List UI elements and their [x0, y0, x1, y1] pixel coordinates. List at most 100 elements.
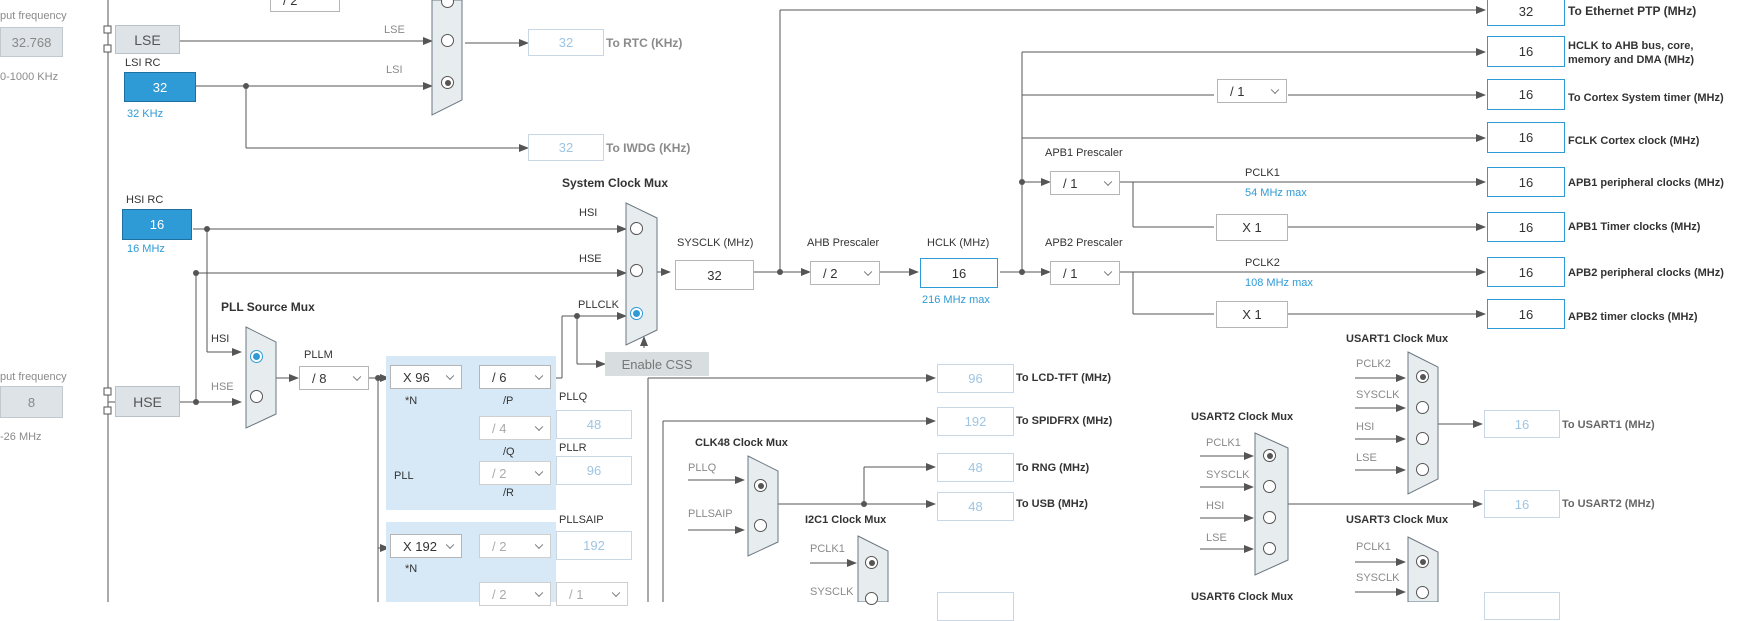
clk48-radio-pllsaip[interactable] [754, 519, 767, 532]
pclk2-label: PCLK2 [1245, 257, 1280, 269]
ethernet-ptp-output[interactable]: 32 [1487, 0, 1565, 26]
usart1-radio-2[interactable] [1416, 432, 1429, 445]
apb2-timer-multiplier[interactable]: X 1 [1216, 301, 1288, 328]
cortex-system-timer-output[interactable]: 16 [1487, 79, 1565, 110]
i2c1-radio-pclk1[interactable] [865, 556, 878, 569]
usart1-output[interactable]: 16 [1484, 410, 1560, 438]
usart2-input-1: SYSCLK [1206, 469, 1250, 481]
pll-q-select[interactable]: / 4 [479, 416, 551, 440]
pll-r-select[interactable]: / 2 [479, 461, 551, 485]
usart2-radio-2[interactable] [1263, 511, 1276, 524]
iwdg-output-label: To IWDG (KHz) [606, 141, 691, 155]
lse-source[interactable]: LSE [115, 25, 180, 54]
hsi-rc-frequency: 16 MHz [127, 243, 165, 255]
hse-input-frequency-label: put frequency [0, 371, 67, 383]
sysmux-radio-pllclk[interactable] [630, 307, 643, 320]
usart1-radio-0[interactable] [1416, 370, 1429, 383]
pll-src-radio-hsi[interactable] [250, 350, 263, 363]
pllsai-n-value: X 192 [403, 538, 437, 554]
clk48-radio-pllq[interactable] [754, 479, 767, 492]
hclk-field[interactable]: 16 [920, 258, 998, 288]
sysmux-radio-hsi[interactable] [630, 222, 643, 235]
usart2-mux-title: USART2 Clock Mux [1191, 411, 1294, 423]
spdifrx-output[interactable]: 192 [937, 407, 1014, 436]
apb2-prescaler-value: / 1 [1063, 265, 1078, 281]
rtc-mux-radio-lse[interactable] [441, 34, 454, 47]
hse-range-label: -26 MHz [0, 431, 42, 443]
sysmux-radio-hse[interactable] [630, 264, 643, 277]
hclk-label: HCLK (MHz) [927, 237, 990, 249]
usb-output[interactable]: 48 [937, 492, 1014, 521]
pll-src-radio-hse[interactable] [250, 390, 263, 403]
top-partial-select[interactable]: / 2 [270, 0, 340, 12]
iwdg-output-field[interactable]: 32 [528, 134, 604, 161]
rng-output[interactable]: 48 [937, 453, 1014, 482]
hse-input-frequency-field[interactable]: 8 [0, 386, 63, 418]
apb2-timer-output[interactable]: 16 [1487, 299, 1565, 329]
pllq-field[interactable]: 48 [556, 410, 632, 439]
hse-source[interactable]: HSE [115, 386, 180, 417]
pllsai-n-select[interactable]: X 192 [390, 534, 462, 558]
pll-source-mux-title: PLL Source Mux [221, 300, 315, 314]
usart1-mux-title: USART1 Clock Mux [1346, 333, 1449, 345]
pclk1-label: PCLK1 [1245, 167, 1280, 179]
chevron-down-icon [534, 422, 544, 432]
lcd-tft-output[interactable]: 96 [937, 364, 1014, 393]
fclk-cortex-output[interactable]: 16 [1487, 122, 1565, 153]
lse-input-frequency-field[interactable]: 32.768 [0, 27, 63, 57]
usart1-input-0: PCLK2 [1356, 358, 1391, 370]
sysclk-field[interactable]: 32 [675, 260, 754, 290]
usart2-output[interactable]: 16 [1484, 490, 1560, 518]
sysmux-hse-label: HSE [579, 253, 602, 265]
apb2-prescaler-select[interactable]: / 1 [1050, 261, 1120, 285]
rng-label: To RNG (MHz) [1016, 462, 1090, 474]
cortex-timer-divider-select[interactable]: / 1 [1217, 79, 1287, 103]
pll-n-select[interactable]: X 96 [390, 365, 462, 389]
usart1-radio-1[interactable] [1416, 401, 1429, 414]
pllsaip-field[interactable]: 192 [556, 531, 632, 560]
usart2-radio-0[interactable] [1263, 449, 1276, 462]
hsi-rc-oscillator[interactable]: 16 [122, 209, 192, 240]
rtc-mux-radio-top[interactable] [441, 0, 454, 8]
pll-src-hse-label: HSE [211, 381, 234, 393]
usart1-radio-3[interactable] [1416, 463, 1429, 476]
hclk-ahb-output[interactable]: 16 [1487, 36, 1565, 67]
i2c1-output[interactable] [937, 592, 1014, 621]
chevron-down-icon [445, 371, 455, 381]
usart3-radio-0[interactable] [1416, 555, 1429, 568]
pclk2-max-label: 108 MHz max [1245, 277, 1313, 289]
ahb-prescaler-select[interactable]: / 2 [810, 261, 880, 285]
usart2-radio-1[interactable] [1263, 480, 1276, 493]
pllsai-second-select[interactable]: / 2 [479, 582, 551, 606]
apb1-prescaler-value: / 1 [1063, 175, 1078, 191]
pclk1-max-label: 54 MHz max [1245, 187, 1307, 199]
i2c1-pclk1-label: PCLK1 [810, 543, 845, 555]
lsi-rc-oscillator[interactable]: 32 [124, 72, 196, 102]
usart3-output[interactable] [1484, 592, 1560, 620]
rtc-mux-radio-lsi[interactable] [441, 76, 454, 89]
rtc-output-field[interactable]: 32 [528, 29, 604, 56]
apb1-prescaler-select[interactable]: / 1 [1050, 171, 1120, 195]
apb1-timer-multiplier[interactable]: X 1 [1216, 214, 1288, 241]
top-partial-select-value: / 2 [283, 0, 298, 8]
pllsai-div-select[interactable]: / 1 [556, 582, 628, 606]
pllm-select[interactable]: / 8 [299, 366, 369, 390]
pllr-field[interactable]: 96 [556, 456, 632, 485]
pll-p-select[interactable]: / 6 [479, 365, 551, 389]
ahb-prescaler-label: AHB Prescaler [807, 237, 880, 249]
apb1-peripheral-output[interactable]: 16 [1487, 167, 1565, 197]
usart3-radio-1[interactable] [1416, 586, 1429, 599]
enable-css-button[interactable]: Enable CSS [605, 352, 709, 376]
apb1-timer-label: APB1 Timer clocks (MHz) [1568, 221, 1701, 233]
pllsai-p-select[interactable]: / 2 [479, 534, 551, 558]
i2c1-radio-sysclk[interactable] [865, 592, 878, 605]
fclk-cortex-label: FCLK Cortex clock (MHz) [1568, 135, 1700, 147]
sysmux-hsi-label: HSI [579, 207, 598, 219]
clk48-mux-title: CLK48 Clock Mux [695, 437, 788, 449]
usart2-radio-3[interactable] [1263, 542, 1276, 555]
apb2-peripheral-output[interactable]: 16 [1487, 257, 1565, 287]
hclk-max-label: 216 MHz max [922, 294, 990, 306]
apb1-prescaler-label: APB1 Prescaler [1045, 147, 1123, 159]
usart3-mux-title: USART3 Clock Mux [1346, 514, 1449, 526]
apb1-timer-output[interactable]: 16 [1487, 212, 1565, 242]
